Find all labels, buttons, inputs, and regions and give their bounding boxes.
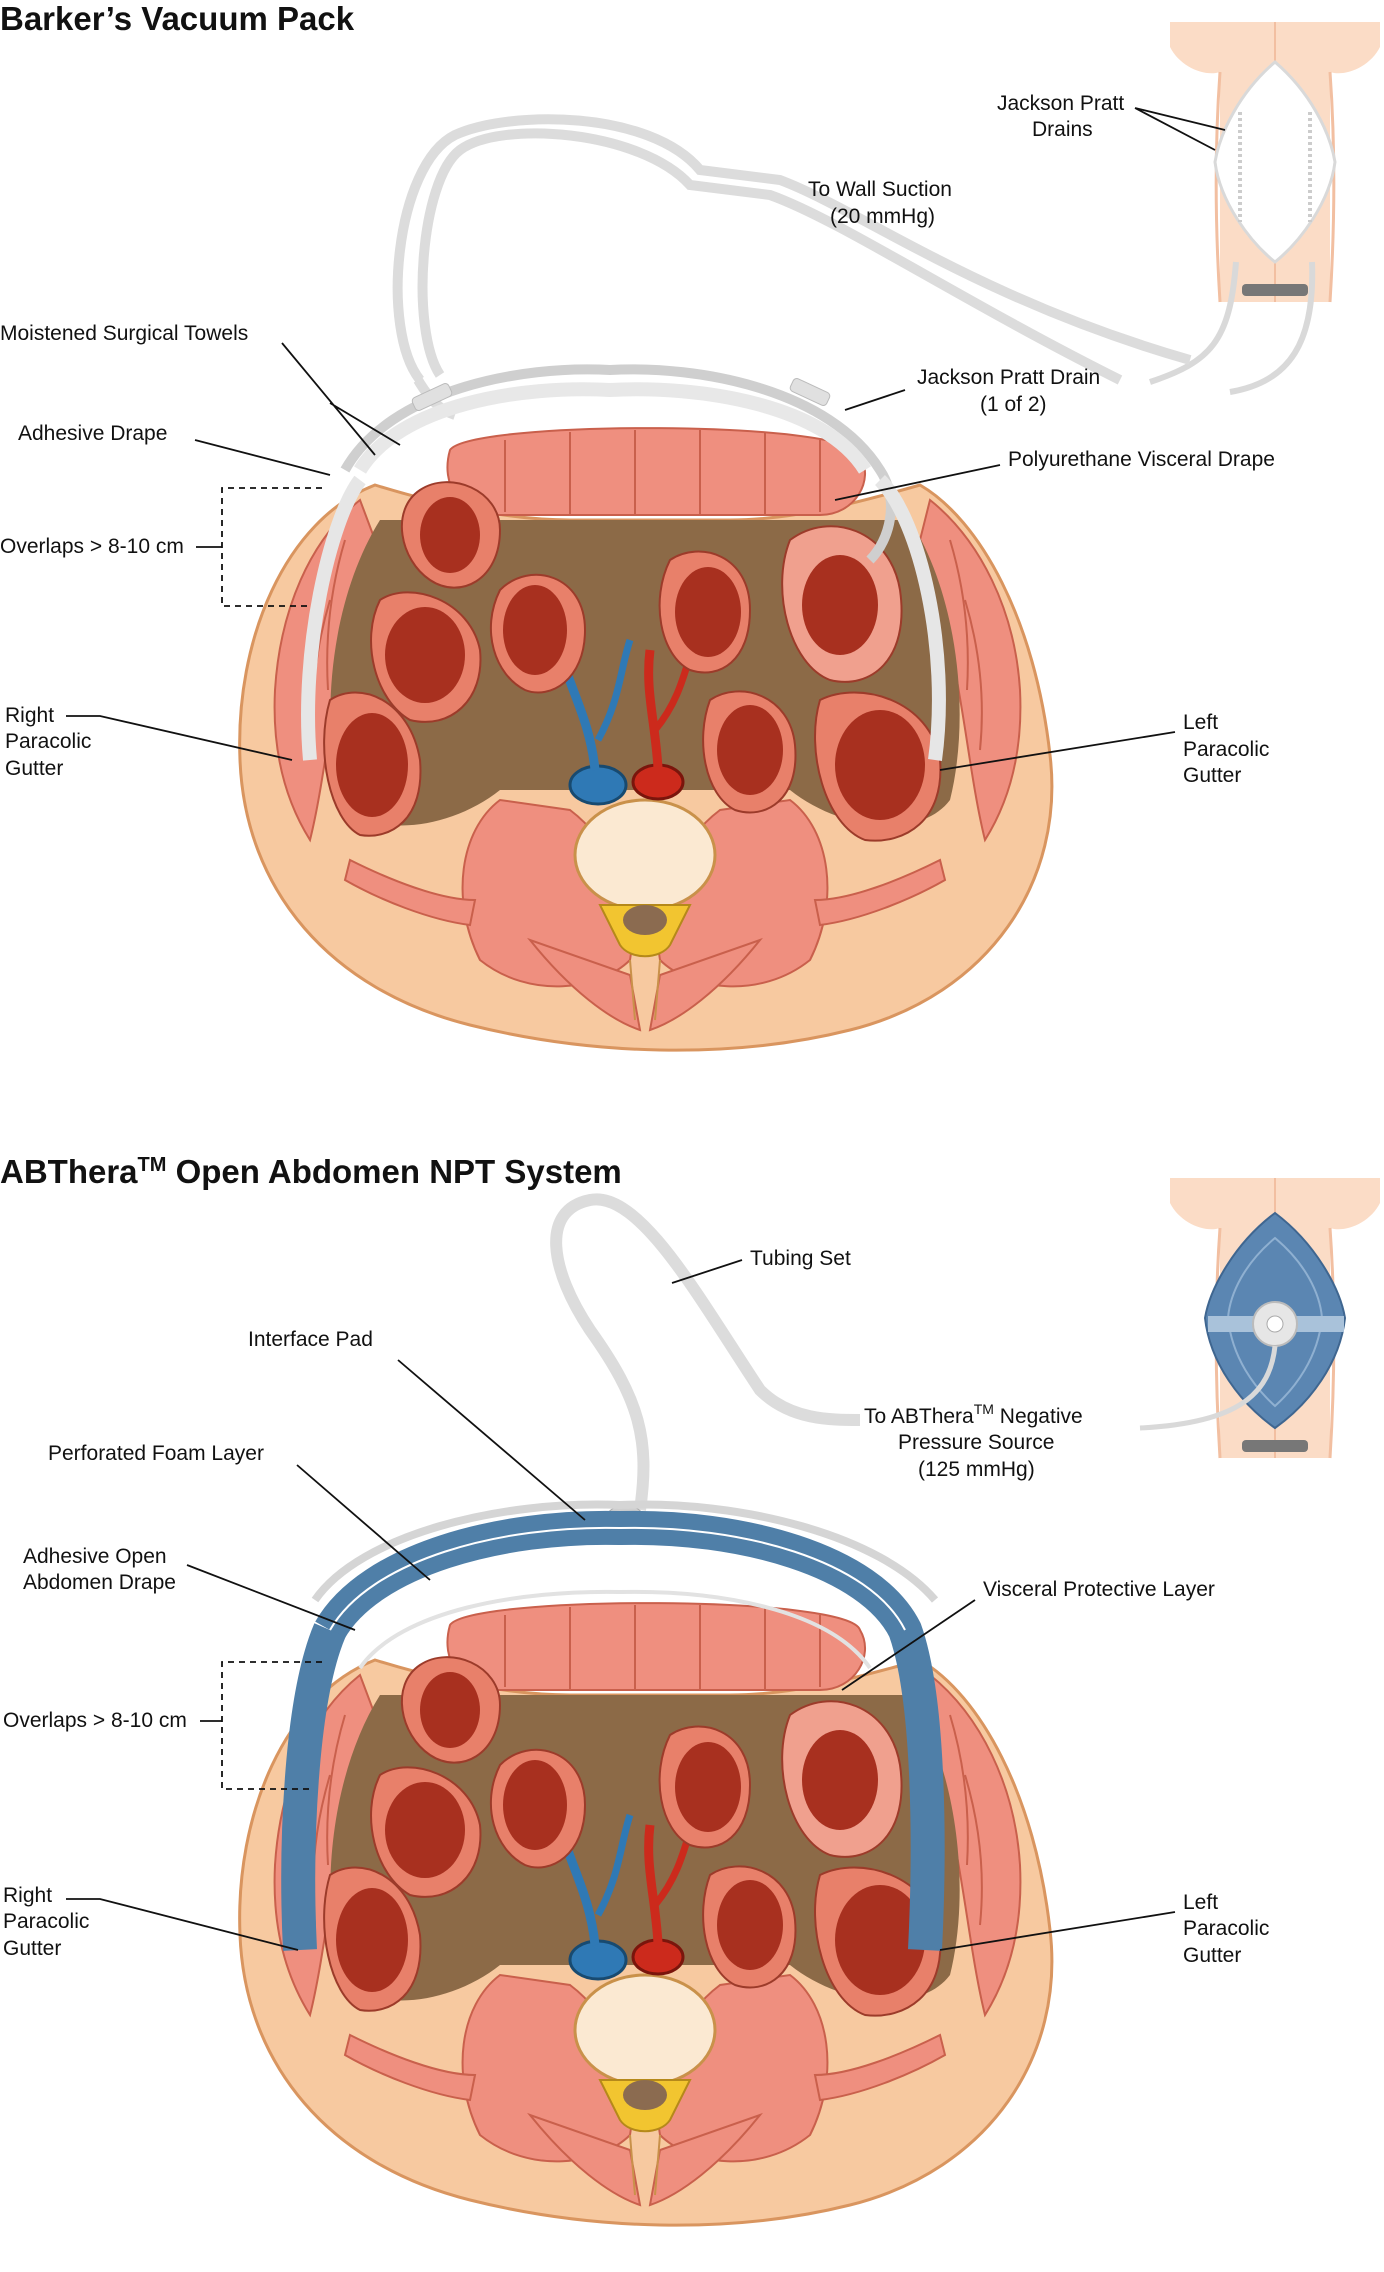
label-text: Adhesive Open bbox=[23, 1545, 167, 1568]
label-text: (20 mmHg) bbox=[830, 205, 935, 228]
label-moistened-surgical-towels: Moistened Surgical Towels bbox=[0, 322, 248, 345]
label-text: Jackson Pratt bbox=[997, 92, 1124, 115]
label-text: Paracolic bbox=[1183, 1917, 1269, 1940]
leader-line bbox=[397, 1359, 586, 1521]
label-interface-pad: Interface Pad bbox=[248, 1328, 373, 1351]
label-jackson-pratt-drains: Jackson Pratt Drains bbox=[997, 92, 1130, 141]
title-tm: TM bbox=[138, 1154, 167, 1176]
label-text: Pressure Source bbox=[898, 1431, 1054, 1454]
label-tubing-set: Tubing Set bbox=[750, 1247, 851, 1270]
label-text: Paracolic bbox=[5, 730, 91, 753]
label-right-paracolic-gutter: Right Paracolic Gutter bbox=[3, 1884, 95, 1960]
label-right-paracolic-gutter: Right Paracolic Gutter bbox=[5, 704, 97, 780]
title-rest: Open Abdomen NPT System bbox=[166, 1153, 621, 1190]
overlap-bracket bbox=[221, 1661, 322, 1790]
leader-line bbox=[939, 1911, 1176, 1951]
leader-line bbox=[844, 389, 906, 411]
leader-line bbox=[939, 731, 1176, 771]
label-perforated-foam-layer: Perforated Foam Layer bbox=[48, 1442, 264, 1465]
panel-title-barkers: Barker’s Vacuum Pack bbox=[0, 0, 355, 37]
label-text: Negative bbox=[994, 1405, 1083, 1428]
leader-line bbox=[841, 1599, 976, 1691]
label-text: Right bbox=[5, 704, 54, 727]
leader-line bbox=[1134, 107, 1226, 151]
label-negative-pressure-source: To ABTheraTM Negative Pressure Source (1… bbox=[864, 1401, 1089, 1481]
leader-line bbox=[66, 1898, 299, 1951]
label-text: To Wall Suction bbox=[808, 178, 952, 201]
title-main: ABThera bbox=[0, 1153, 138, 1190]
label-text: TM bbox=[974, 1401, 994, 1417]
leader-line bbox=[186, 1564, 356, 1631]
label-text: (1 of 2) bbox=[980, 393, 1047, 416]
label-overlaps: Overlaps > 8-10 cm bbox=[3, 1709, 187, 1732]
label-text: Right bbox=[3, 1884, 52, 1907]
label-text: To ABThera bbox=[864, 1405, 974, 1428]
label-text: Left bbox=[1183, 711, 1218, 734]
leader-line bbox=[671, 1259, 743, 1284]
panel-barkers-vacuum-pack: Barker’s Vacuum Pack Jackson Pratt Drain… bbox=[0, 0, 1382, 1050]
label-text: Left bbox=[1183, 1891, 1218, 1914]
label-adhesive-open-abdomen-drape: Adhesive Open Abdomen Drape bbox=[23, 1545, 176, 1594]
leader-line bbox=[281, 342, 401, 456]
torso-thumbnail-bottom bbox=[1139, 1176, 1382, 1460]
label-text: Drains bbox=[1032, 118, 1093, 141]
panel-abthera-npt-system: ABTheraTM Open Abdomen NPT System Tubing… bbox=[0, 1153, 1382, 2225]
label-overlaps: Overlaps > 8-10 cm bbox=[0, 535, 184, 558]
label-text: Jackson Pratt Drain bbox=[917, 366, 1100, 389]
label-left-paracolic-gutter: Left Paracolic Gutter bbox=[1183, 711, 1275, 787]
label-text: (125 mmHg) bbox=[918, 1458, 1035, 1481]
label-adhesive-drape: Adhesive Drape bbox=[18, 422, 167, 445]
leader-line bbox=[66, 715, 293, 761]
leader-line bbox=[194, 439, 331, 476]
panel-title-abthera: ABTheraTM Open Abdomen NPT System bbox=[0, 1153, 622, 1190]
label-text: Paracolic bbox=[1183, 738, 1269, 761]
leader-line bbox=[834, 464, 1001, 501]
leader-line bbox=[296, 1464, 431, 1581]
label-text: Paracolic bbox=[3, 1910, 89, 1933]
torso-thumbnail-top bbox=[1149, 20, 1382, 395]
label-text: Gutter bbox=[1183, 1944, 1241, 1967]
label-text: Gutter bbox=[5, 757, 63, 780]
label-polyurethane-visceral-drape: Polyurethane Visceral Drape bbox=[1008, 448, 1275, 471]
label-jackson-pratt-drain-one: Jackson Pratt Drain (1 of 2) bbox=[917, 366, 1106, 416]
label-text: Gutter bbox=[1183, 764, 1241, 787]
label-text: Abdomen Drape bbox=[23, 1571, 176, 1594]
label-left-paracolic-gutter: Left Paracolic Gutter bbox=[1183, 1891, 1275, 1967]
label-to-wall-suction: To Wall Suction (20 mmHg) bbox=[808, 178, 958, 228]
label-text: Gutter bbox=[3, 1937, 61, 1960]
label-visceral-protective-layer: Visceral Protective Layer bbox=[983, 1578, 1215, 1601]
